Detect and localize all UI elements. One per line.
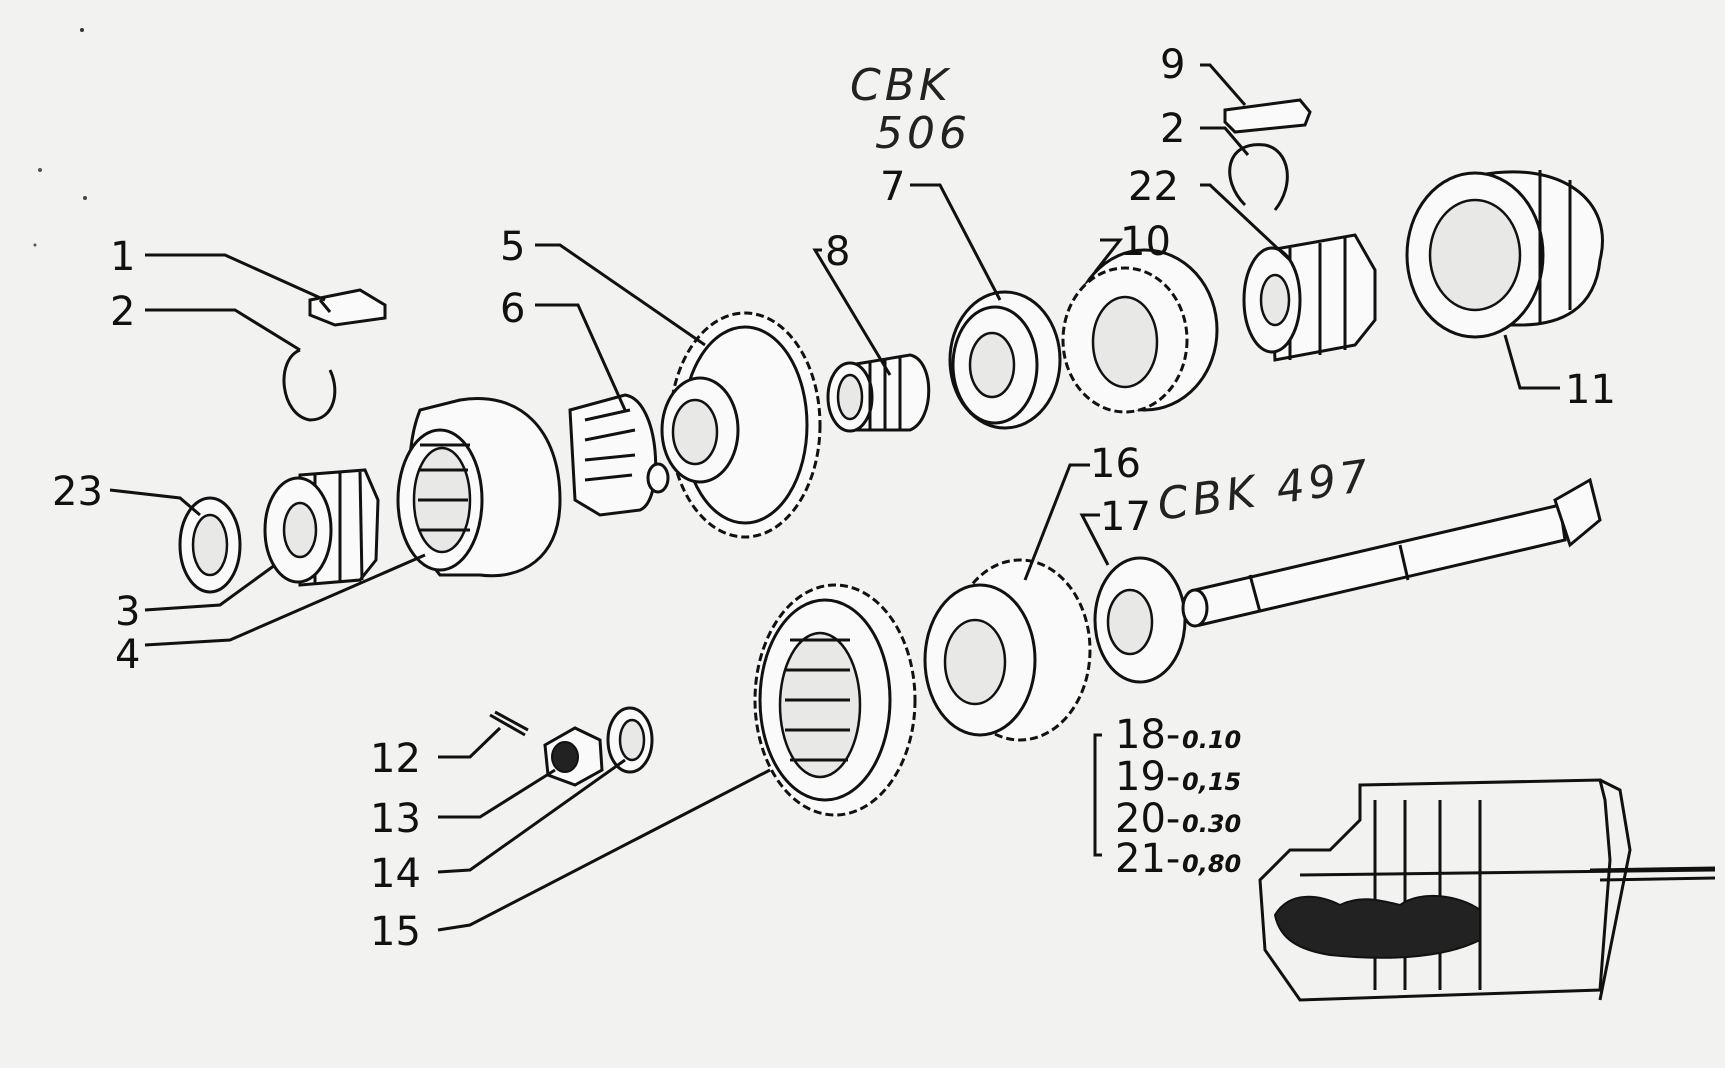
callout-15: 15	[370, 909, 421, 955]
callout-19: 19-	[1115, 754, 1180, 800]
scan-specks	[33, 28, 87, 247]
part-1-key	[308, 288, 387, 327]
handwritten-506: 506	[875, 108, 971, 159]
callout-2-right: 2	[1160, 106, 1185, 152]
callout-5: 5	[500, 224, 525, 270]
callout-8: 8	[825, 229, 850, 275]
part-23-thrust-washer	[178, 496, 242, 594]
callout-7: 7	[880, 164, 905, 210]
callout-18: 18-	[1115, 712, 1180, 758]
handwritten-cbk-497: CBK 497	[1154, 450, 1375, 531]
shim-18-thickness: 0.10	[1182, 726, 1241, 754]
shim-20-thickness: 0.30	[1182, 810, 1241, 838]
part-16-gear	[923, 558, 1092, 742]
leader-lines	[109, 63, 1560, 932]
part-11-sleeve	[1405, 170, 1604, 339]
callout-12: 12	[370, 736, 421, 782]
inset-gearbox-cutaway	[1258, 778, 1716, 1002]
callout-17: 17	[1100, 494, 1151, 540]
callout-1: 1	[110, 234, 135, 280]
part-12-split-pin	[489, 710, 529, 737]
part-5-gear	[660, 311, 822, 539]
part-14-washer	[606, 706, 654, 774]
callout-22: 22	[1128, 164, 1179, 210]
callout-2-left: 2	[110, 289, 135, 335]
callout-21: 21-	[1115, 836, 1180, 882]
part-17-bearing	[1093, 556, 1187, 684]
part-13-castle-nut	[543, 726, 604, 787]
callout-labels: 1 2 23 3 4 5 6 8 7 10 9 2 22 11 16 17 12…	[52, 42, 1616, 955]
shim-callouts: 18- 0.10 19- 0,15 20- 0.30 21- 0,80	[1115, 712, 1241, 882]
callout-10: 10	[1120, 219, 1171, 265]
part-22-synchro-hub	[1242, 233, 1377, 362]
callout-23: 23	[52, 469, 103, 515]
part-9-key	[1223, 98, 1312, 134]
shim-19-thickness: 0,15	[1182, 768, 1241, 796]
pinion-shaft	[1181, 477, 1602, 628]
callout-9: 9	[1160, 42, 1185, 88]
part-4-synchro-sleeve	[396, 397, 562, 578]
callout-4: 4	[115, 632, 140, 678]
callout-20: 20-	[1115, 796, 1180, 842]
handwritten-cbk-upper: CBK	[850, 60, 952, 111]
part-2-circlip-right	[1228, 143, 1289, 211]
callout-11: 11	[1565, 367, 1616, 413]
part-8-needle-bearing	[826, 353, 931, 433]
shim-bracket	[1093, 733, 1102, 857]
part-15-ring-gear	[753, 583, 917, 817]
callout-16: 16	[1090, 441, 1141, 487]
part-6-synchro-ring	[568, 393, 670, 517]
part-3-synchro-hub	[263, 468, 380, 587]
callout-3: 3	[115, 589, 140, 635]
part-10-gear	[1061, 248, 1219, 414]
part-2-circlip-left	[282, 348, 337, 422]
callout-6: 6	[500, 286, 525, 332]
shim-21-thickness: 0,80	[1182, 850, 1241, 878]
callout-13: 13	[370, 796, 421, 842]
part-7-ball-bearing	[948, 290, 1062, 430]
callout-14: 14	[370, 851, 421, 897]
